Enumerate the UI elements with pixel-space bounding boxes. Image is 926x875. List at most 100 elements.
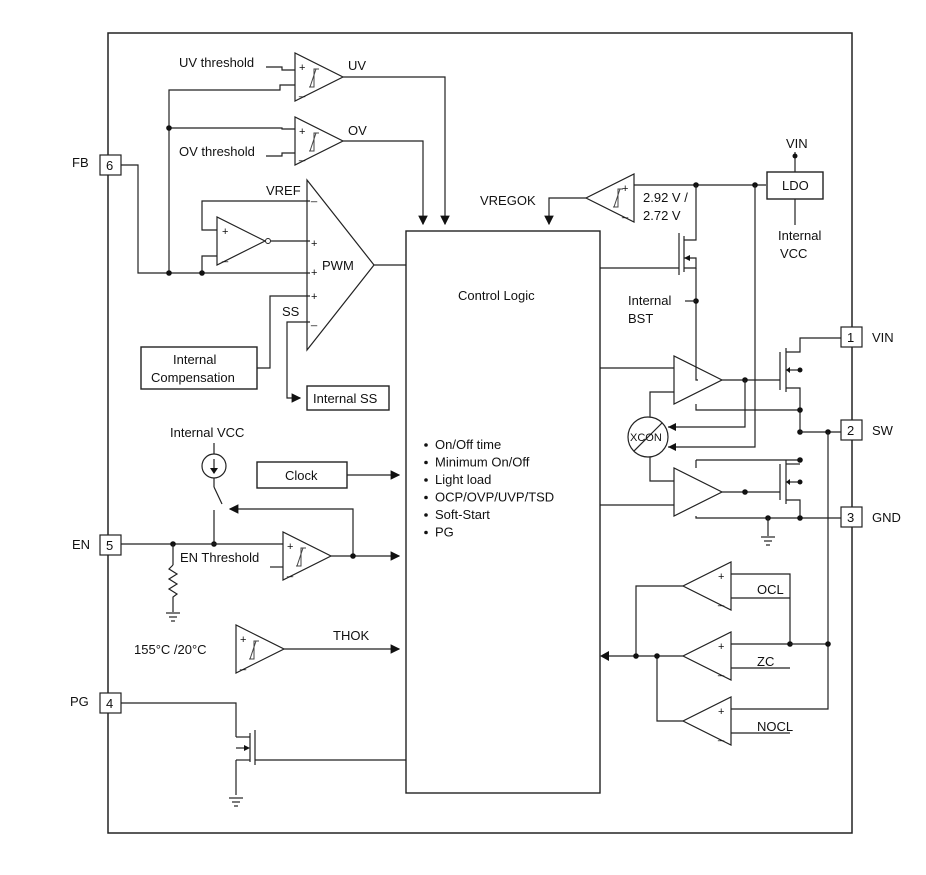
control-logic-bullet: [424, 495, 428, 500]
pin-vin-label: VIN: [872, 330, 894, 345]
low-side-mosfet-icon: [779, 460, 801, 518]
svg-text:+: +: [718, 571, 724, 583]
internal-compensation-label-1: Internal: [173, 352, 216, 367]
control-logic-item: Light load: [435, 472, 491, 487]
pg-ground-icon: [229, 797, 243, 807]
xcon-block: XCON: [627, 416, 669, 458]
svg-text:+: +: [311, 267, 317, 279]
nocl-comparator: + _: [681, 696, 732, 746]
uv-comparator: + _: [294, 52, 345, 102]
control-logic-bullet: [424, 513, 428, 517]
pin-fb-label: FB: [72, 155, 89, 170]
svg-text:_: _: [717, 730, 725, 742]
control-logic-item: Soft-Start: [435, 507, 490, 522]
uv-threshold-label: UV threshold: [179, 55, 254, 70]
uv-label: UV: [348, 58, 366, 73]
vregok-label: VREGOK: [480, 193, 536, 208]
svg-text:+: +: [299, 62, 305, 74]
low-side-driver: [673, 467, 724, 517]
bst-mosfet-icon: [600, 185, 697, 275]
pin-pg-number: 4: [106, 696, 113, 711]
svg-text:_: _: [221, 251, 229, 263]
svg-text:+: +: [718, 641, 724, 653]
clock-label: Clock: [285, 468, 318, 483]
control-logic-bullet: [424, 478, 428, 482]
pin-pg-label: PG: [70, 694, 89, 709]
high-side-driver: [673, 355, 724, 405]
svg-text:_: _: [621, 207, 629, 219]
svg-text:+: +: [299, 126, 305, 138]
svg-text:+: +: [287, 541, 293, 553]
internal-bst-label-2: BST: [628, 311, 653, 326]
pin-sw: 2 SW: [840, 419, 894, 441]
pin-vin-number: 1: [847, 330, 854, 345]
control-logic-bullet: [424, 443, 428, 447]
ldo-label: LDO: [782, 178, 809, 193]
svg-text:+: +: [240, 634, 246, 646]
error-amplifier: + _: [216, 216, 271, 266]
vregok-comparator: + _: [584, 173, 635, 223]
thok-label: THOK: [333, 628, 369, 643]
gnd-ground-icon: [761, 536, 775, 546]
ocl-comparator: + _: [681, 561, 732, 611]
svg-text:+: +: [222, 226, 228, 238]
clock-box: [256, 461, 348, 489]
ss-label: SS: [282, 304, 300, 319]
svg-text:_: _: [310, 191, 318, 203]
pin-vin: 1 VIN: [840, 326, 894, 348]
ocl-label: OCL: [757, 582, 784, 597]
control-logic-block: [405, 230, 601, 794]
internal-ss-box: [306, 385, 390, 411]
pin-fb: FB 6: [72, 154, 122, 176]
svg-text:_: _: [717, 665, 725, 677]
pin-en-number: 5: [106, 538, 113, 553]
svg-text:_: _: [239, 659, 247, 671]
zc-comparator: + _: [681, 631, 732, 681]
vregok-threshold-2: 2.72 V: [643, 208, 681, 223]
vref-label: VREF: [266, 183, 301, 198]
pwm-label: PWM: [322, 258, 354, 273]
svg-text:+: +: [718, 706, 724, 718]
pwm-comparator: _ + + + _: [306, 178, 375, 352]
control-logic-title: Control Logic: [458, 288, 535, 303]
pin-gnd-number: 3: [847, 510, 854, 525]
pin-fb-number: 6: [106, 158, 113, 173]
vregok-threshold-1: 2.92 V /: [643, 190, 688, 205]
control-logic-bullet: [424, 530, 428, 535]
pin-sw-number: 2: [847, 423, 854, 438]
temperature-label: 155°C /20°C: [134, 642, 207, 657]
high-side-mosfet-icon: [779, 337, 841, 432]
en-comparator: + _: [282, 531, 333, 581]
svg-text:_: _: [298, 86, 306, 98]
control-logic-item: PG: [435, 525, 454, 540]
xcon-label: XCON: [630, 432, 662, 444]
pin-gnd: 3 GND: [840, 506, 901, 528]
control-logic-item: On/Off time: [435, 437, 501, 452]
ground-icon: [166, 612, 180, 622]
en-threshold-label: EN Threshold: [180, 550, 259, 565]
current-source-icon: [201, 443, 227, 505]
internal-ss-label: Internal SS: [313, 391, 378, 406]
svg-text:_: _: [310, 315, 318, 327]
vin-top-label: VIN: [786, 136, 808, 151]
ov-threshold-label: OV threshold: [179, 144, 255, 159]
ov-label: OV: [348, 123, 367, 138]
nocl-label: NOCL: [757, 719, 793, 734]
svg-text:+: +: [311, 291, 317, 303]
internal-vcc-left-label: Internal VCC: [170, 425, 244, 440]
ldo-output-label-2: VCC: [780, 246, 807, 261]
pin-en: EN 5: [72, 534, 122, 556]
pin-sw-label: SW: [872, 423, 894, 438]
zc-label: ZC: [757, 654, 774, 669]
pin-gnd-label: GND: [872, 510, 901, 525]
svg-text:+: +: [622, 183, 628, 195]
svg-text:+: +: [311, 238, 317, 250]
svg-text:_: _: [717, 595, 725, 607]
control-logic-bullet: [424, 460, 428, 465]
pg-mosfet-icon: [235, 730, 256, 795]
ov-comparator: + _: [294, 116, 345, 166]
control-logic-item: Minimum On/Off: [435, 455, 530, 470]
pin-pg: PG 4: [70, 692, 122, 714]
